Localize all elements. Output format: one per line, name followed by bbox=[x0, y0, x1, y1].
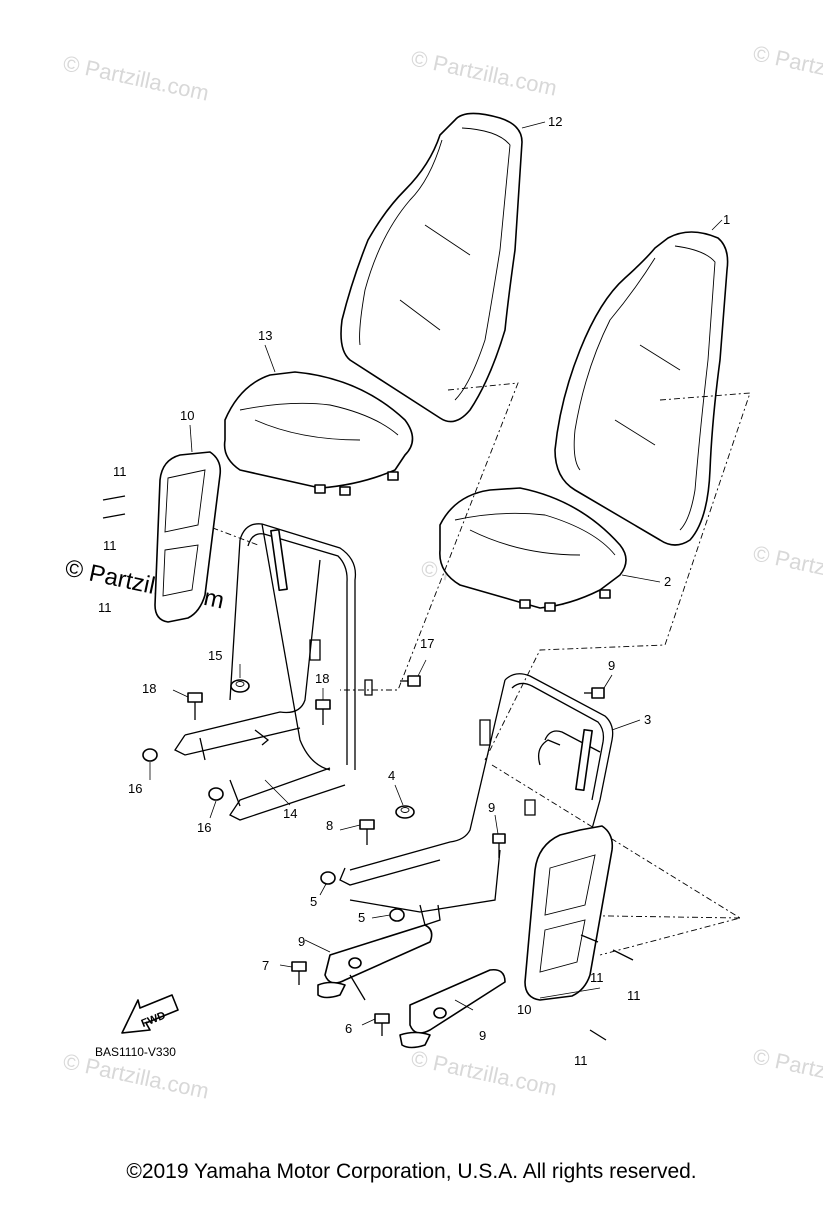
callout-9: 6 bbox=[345, 1021, 352, 1036]
seat-backrest-12 bbox=[340, 112, 523, 423]
callout-9: 7 bbox=[262, 958, 269, 973]
bolt-18a bbox=[187, 692, 203, 720]
callout-10: 10 bbox=[517, 1002, 531, 1017]
bolt-9d bbox=[374, 1013, 390, 1036]
callout-17: 17 bbox=[420, 636, 434, 651]
seat-cushion-2 bbox=[439, 487, 627, 612]
leader-lines bbox=[149, 121, 723, 1026]
callouts: 12 1 13 10 11 11 11 2 17 15 9 18 18 3 16… bbox=[98, 114, 730, 1068]
watermark-text: © Partzilla.com bbox=[751, 540, 823, 595]
watermark-text: © Partzilla.com bbox=[61, 50, 211, 105]
seat-cushion-13 bbox=[223, 371, 414, 496]
seat-frame-14 bbox=[174, 523, 373, 821]
callout-10: 10 bbox=[180, 408, 194, 423]
callout-18: 18 bbox=[315, 671, 329, 686]
bolt-9a bbox=[359, 819, 375, 845]
callout-11: 11 bbox=[113, 464, 127, 479]
drawing-code: BAS1110-V330 bbox=[95, 1045, 176, 1059]
watermark-text: © Partzilla.com bbox=[409, 45, 559, 100]
watermark-text: © Partzilla.com bbox=[409, 1045, 559, 1100]
callout-11: 11 bbox=[574, 1053, 588, 1068]
cap-5b bbox=[389, 908, 405, 922]
bracket-7 bbox=[317, 924, 433, 1001]
callout-15: 15 bbox=[208, 648, 222, 663]
seat-frame-3 bbox=[339, 673, 614, 926]
callout-4: 4 bbox=[388, 768, 395, 783]
callout-9: 9 bbox=[488, 800, 495, 815]
bolt-6 bbox=[584, 687, 605, 699]
watermark-text: © Partzilla.com bbox=[751, 40, 823, 95]
side-guard-10-right bbox=[524, 825, 614, 1001]
callout-5: 5 bbox=[358, 910, 365, 925]
callout-1: 1 bbox=[723, 212, 730, 227]
grommet-15 bbox=[230, 679, 250, 693]
callout-11: 11 bbox=[590, 970, 604, 985]
cap-16b bbox=[208, 787, 224, 801]
callout-2: 2 bbox=[664, 574, 671, 589]
callout-16: 16 bbox=[128, 781, 142, 796]
callout-6: 9 bbox=[608, 658, 615, 673]
side-guard-10-left bbox=[154, 451, 222, 623]
callout-14: 14 bbox=[283, 806, 297, 821]
grommet-4 bbox=[395, 805, 415, 819]
cap-5a bbox=[320, 871, 336, 885]
callout-9: 8 bbox=[326, 818, 333, 833]
callout-5: 5 bbox=[310, 894, 317, 909]
callout-11: 11 bbox=[627, 988, 641, 1003]
pins-11 bbox=[102, 495, 634, 1041]
fwd-arrow-icon: FWD bbox=[121, 994, 179, 1034]
callout-12: 12 bbox=[548, 114, 562, 129]
callout-11: 11 bbox=[98, 600, 112, 615]
cap-16a bbox=[142, 748, 158, 762]
seat-backrest-1 bbox=[554, 231, 729, 546]
fasteners bbox=[102, 495, 634, 1041]
bolt-9c bbox=[291, 961, 307, 985]
bolt-18b bbox=[315, 699, 331, 725]
callout-11: 11 bbox=[103, 538, 117, 553]
callout-7: 9 bbox=[298, 934, 305, 949]
bolt-17 bbox=[400, 675, 421, 687]
bolt-9b bbox=[492, 833, 506, 858]
callout-16: 16 bbox=[197, 820, 211, 835]
callout-18: 18 bbox=[142, 681, 156, 696]
callout-13: 13 bbox=[258, 328, 272, 343]
callout-3: 3 bbox=[644, 712, 651, 727]
watermark-text: © Partzilla.com bbox=[751, 1043, 823, 1098]
bracket-8 bbox=[399, 968, 506, 1049]
callout-8: 9 bbox=[479, 1028, 486, 1043]
copyright-notice: ©2019 Yamaha Motor Corporation, U.S.A. A… bbox=[126, 1160, 697, 1183]
